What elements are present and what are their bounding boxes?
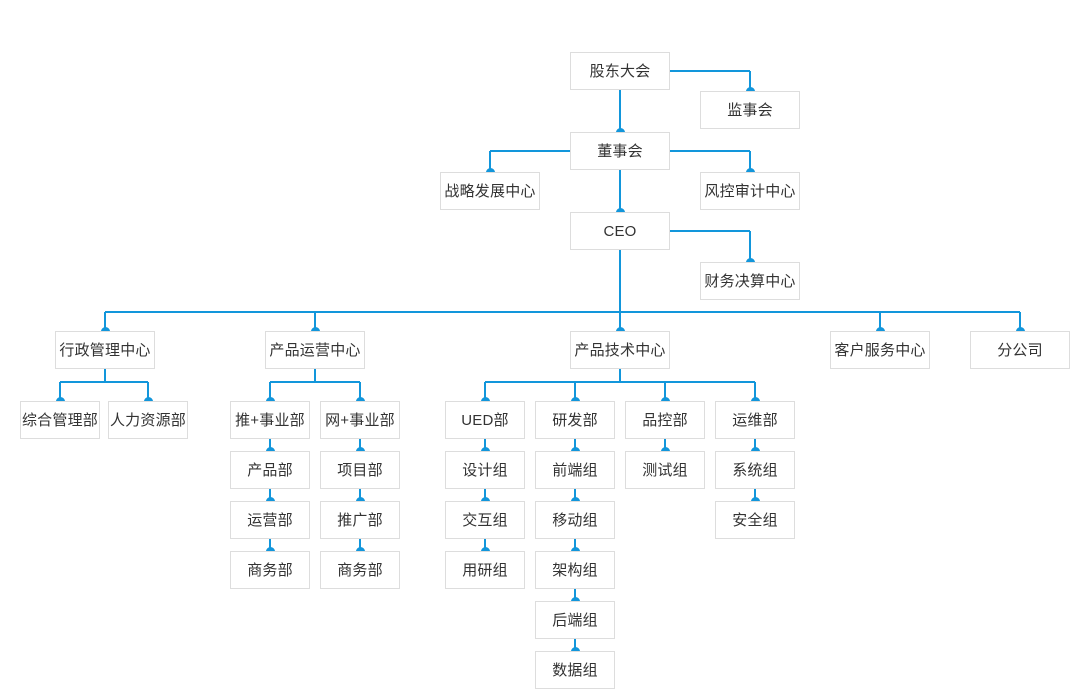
connector-line-vertical [484, 382, 486, 401]
connector-line-vertical [574, 539, 576, 551]
connector-line-vertical [484, 539, 486, 551]
connector-line-horizontal [670, 70, 750, 72]
org-node-rd-mobile[interactable]: 移动组 [535, 501, 615, 539]
connector-line-vertical [269, 382, 271, 401]
connector-line-vertical [359, 539, 361, 551]
org-node-board[interactable]: 董事会 [570, 132, 670, 170]
connector-line-vertical [147, 382, 149, 401]
org-node-branch[interactable]: 分公司 [970, 331, 1070, 369]
connector-line-horizontal [60, 381, 148, 383]
org-node-tui-ops[interactable]: 运营部 [230, 501, 310, 539]
connector-line-vertical [314, 312, 316, 331]
connector-line-vertical [574, 589, 576, 601]
connector-line-vertical [574, 439, 576, 451]
org-node-tui-product[interactable]: 产品部 [230, 451, 310, 489]
org-node-wang-project[interactable]: 项目部 [320, 451, 400, 489]
org-node-customer-service[interactable]: 客户服务中心 [830, 331, 930, 369]
connector-line-vertical [359, 382, 361, 401]
org-node-wang-promo[interactable]: 推广部 [320, 501, 400, 539]
org-node-supervisory[interactable]: 监事会 [700, 91, 800, 129]
connector-line-horizontal [490, 150, 570, 152]
connector-line-vertical [749, 151, 751, 172]
connector-line-vertical [314, 369, 316, 382]
connector-line-vertical [59, 382, 61, 401]
connector-line-vertical [664, 439, 666, 451]
connector-line-horizontal [485, 381, 755, 383]
org-node-product-tech[interactable]: 产品技术中心 [570, 331, 670, 369]
connector-line-vertical [484, 489, 486, 501]
connector-line-horizontal [670, 230, 750, 232]
org-node-rd-data[interactable]: 数据组 [535, 651, 615, 689]
connector-line-horizontal [270, 381, 360, 383]
connector-line-vertical [104, 369, 106, 382]
org-node-strategy[interactable]: 战略发展中心 [440, 172, 540, 210]
connector-line-vertical [754, 439, 756, 451]
connector-line-vertical [269, 439, 271, 451]
org-node-ops[interactable]: 运维部 [715, 401, 795, 439]
org-node-tui-biz[interactable]: 商务部 [230, 551, 310, 589]
connector-line-vertical [359, 489, 361, 501]
connector-line-vertical [749, 231, 751, 262]
org-node-ops-security[interactable]: 安全组 [715, 501, 795, 539]
org-node-rd-architecture[interactable]: 架构组 [535, 551, 615, 589]
org-node-qa-test[interactable]: 测试组 [625, 451, 705, 489]
org-node-finance[interactable]: 财务决算中心 [700, 262, 800, 300]
connector-line-vertical [484, 439, 486, 451]
connector-line-vertical [619, 250, 621, 312]
connector-line-vertical [104, 312, 106, 331]
connector-line-vertical [1019, 312, 1021, 331]
connector-line-vertical [619, 369, 621, 382]
connector-line-vertical [749, 71, 751, 91]
org-node-ops-system[interactable]: 系统组 [715, 451, 795, 489]
connector-line-vertical [269, 489, 271, 501]
org-node-general-admin[interactable]: 综合管理部 [20, 401, 100, 439]
connector-line-vertical [754, 382, 756, 401]
connector-line-vertical [619, 170, 621, 212]
connector-line-vertical [359, 439, 361, 451]
connector-line-vertical [574, 382, 576, 401]
org-node-ued[interactable]: UED部 [445, 401, 525, 439]
connector-line-vertical [269, 539, 271, 551]
org-node-qa[interactable]: 品控部 [625, 401, 705, 439]
org-node-wang-biz[interactable]: 商务部 [320, 551, 400, 589]
org-node-riskaudit[interactable]: 风控审计中心 [700, 172, 800, 210]
connector-line-vertical [879, 312, 881, 331]
org-node-wang-bu[interactable]: 网+事业部 [320, 401, 400, 439]
connector-line-vertical [574, 489, 576, 501]
org-node-hr[interactable]: 人力资源部 [108, 401, 188, 439]
org-node-ued-research[interactable]: 用研组 [445, 551, 525, 589]
org-node-rd-backend[interactable]: 后端组 [535, 601, 615, 639]
org-node-ued-design[interactable]: 设计组 [445, 451, 525, 489]
org-node-ued-interaction[interactable]: 交互组 [445, 501, 525, 539]
org-node-product-ops[interactable]: 产品运营中心 [265, 331, 365, 369]
connector-line-vertical [489, 151, 491, 172]
connector-line-vertical [664, 382, 666, 401]
org-node-admin-center[interactable]: 行政管理中心 [55, 331, 155, 369]
connector-line-horizontal [670, 150, 750, 152]
org-node-tui-bu[interactable]: 推+事业部 [230, 401, 310, 439]
org-node-shareholders[interactable]: 股东大会 [570, 52, 670, 90]
org-node-rd[interactable]: 研发部 [535, 401, 615, 439]
connector-line-vertical [574, 639, 576, 651]
org-node-rd-frontend[interactable]: 前端组 [535, 451, 615, 489]
connector-line-vertical [619, 90, 621, 132]
connector-line-vertical [619, 312, 621, 331]
connector-line-vertical [754, 489, 756, 501]
connector-line-horizontal [105, 311, 1020, 313]
org-node-ceo[interactable]: CEO [570, 212, 670, 250]
